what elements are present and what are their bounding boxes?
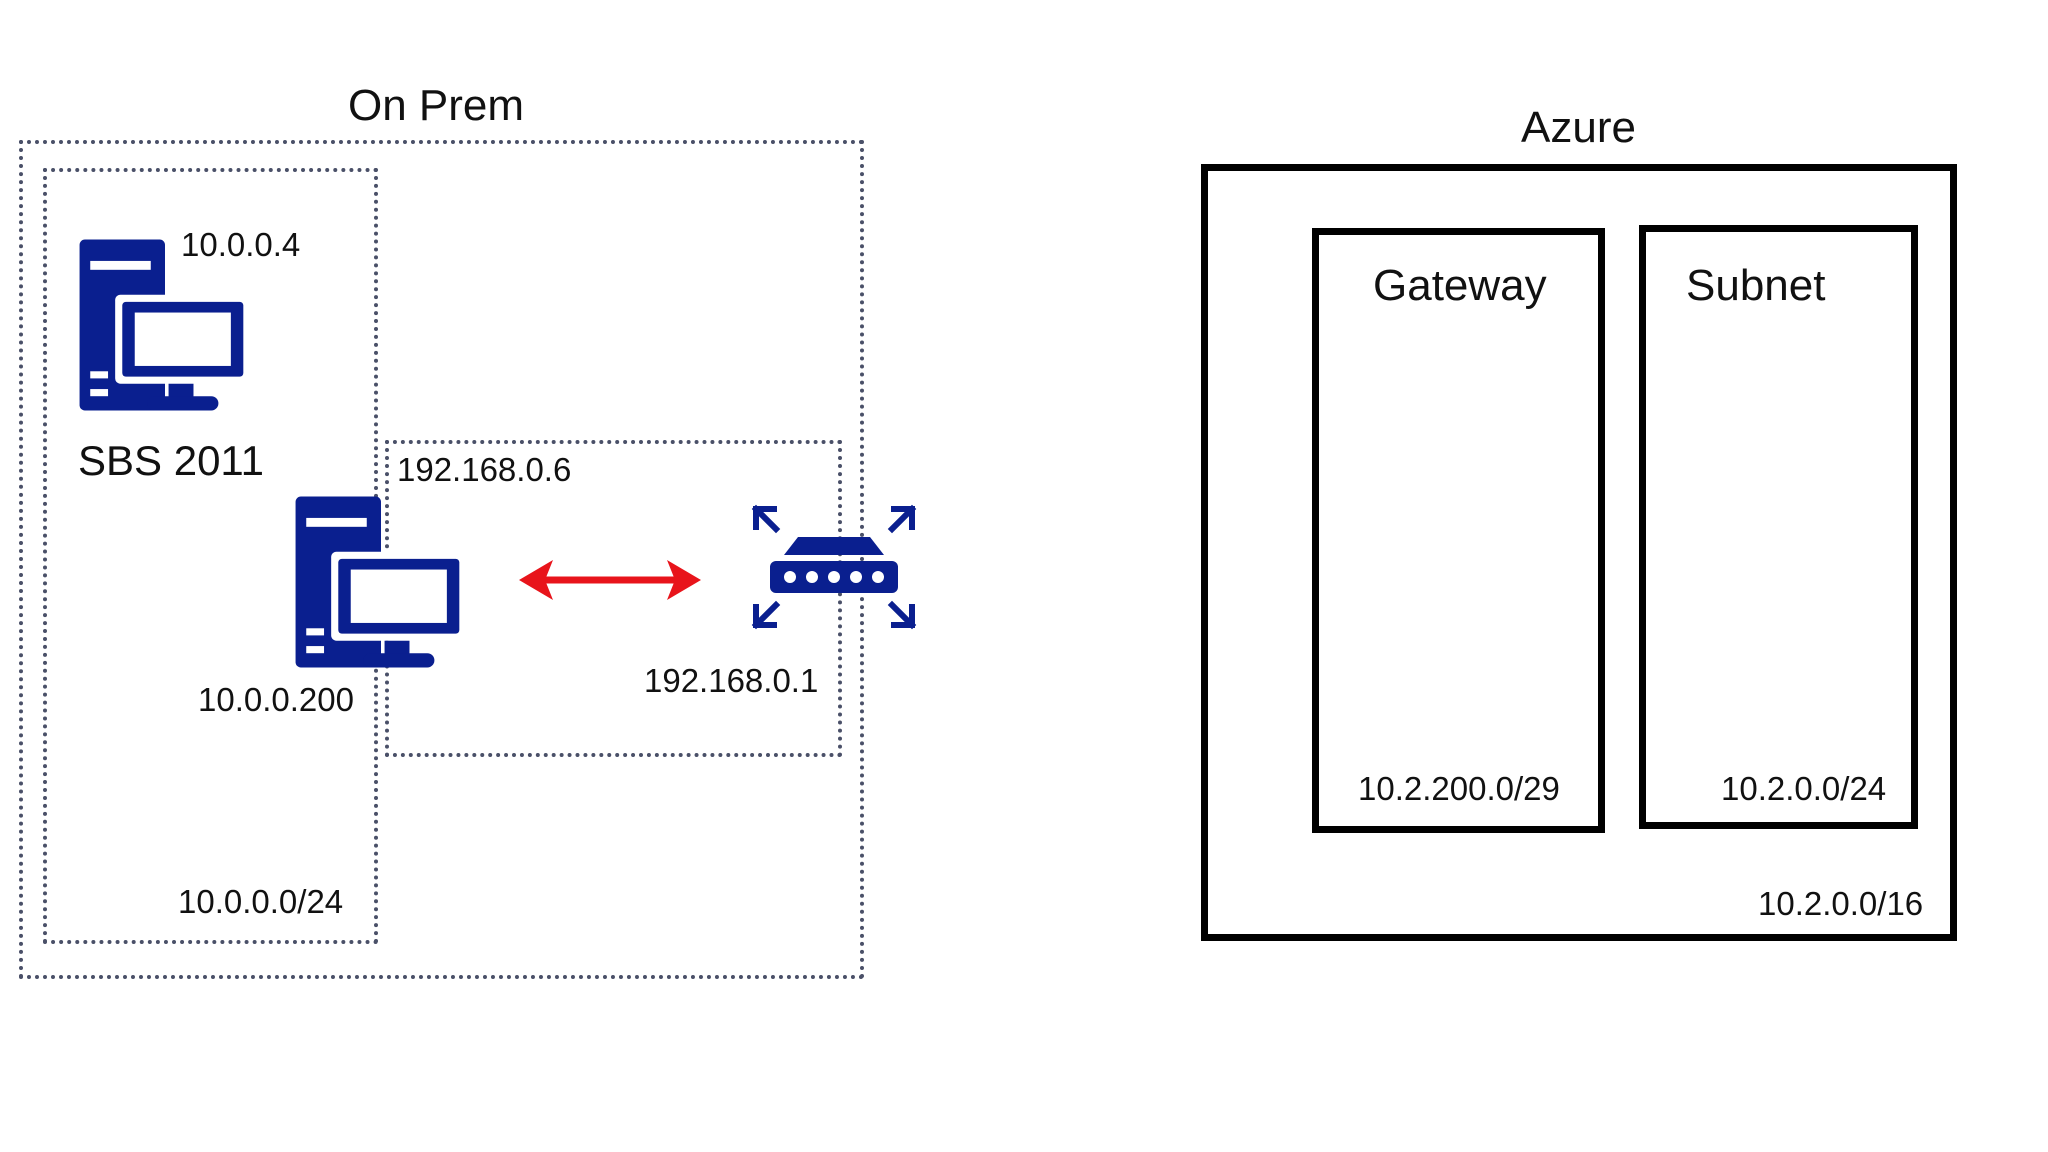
server-computer-icon <box>295 496 467 668</box>
azure-subnet-title: Subnet <box>1686 261 1826 310</box>
server-primary-ip: 10.0.0.4 <box>181 226 301 263</box>
azure-subnet-box <box>1639 225 1918 829</box>
wan-ip-label: 192.168.0.6 <box>397 451 572 488</box>
on-prem-boundary <box>19 140 864 979</box>
server-computer-icon <box>79 239 251 411</box>
server-secondary-ip: 10.0.0.200 <box>198 681 354 718</box>
router-icon <box>751 504 917 630</box>
azure-gateway-box <box>1312 228 1605 833</box>
azure-vnet-cidr: 10.2.0.0/16 <box>1758 885 1924 922</box>
server-primary-name: SBS 2011 <box>78 437 265 484</box>
bidirectional-arrow-icon <box>519 560 701 600</box>
lan-subnet-label: 10.0.0.0/24 <box>178 883 344 920</box>
azure-subnet-cidr: 10.2.0.0/24 <box>1721 770 1887 807</box>
azure-gateway-title: Gateway <box>1373 261 1547 310</box>
azure-title: Azure <box>1521 103 1636 152</box>
azure-gateway-cidr: 10.2.200.0/29 <box>1358 770 1560 807</box>
azure-vnet-box <box>1201 164 1957 941</box>
on-prem-title: On Prem <box>348 81 525 130</box>
router-ip-label: 192.168.0.1 <box>644 662 819 699</box>
